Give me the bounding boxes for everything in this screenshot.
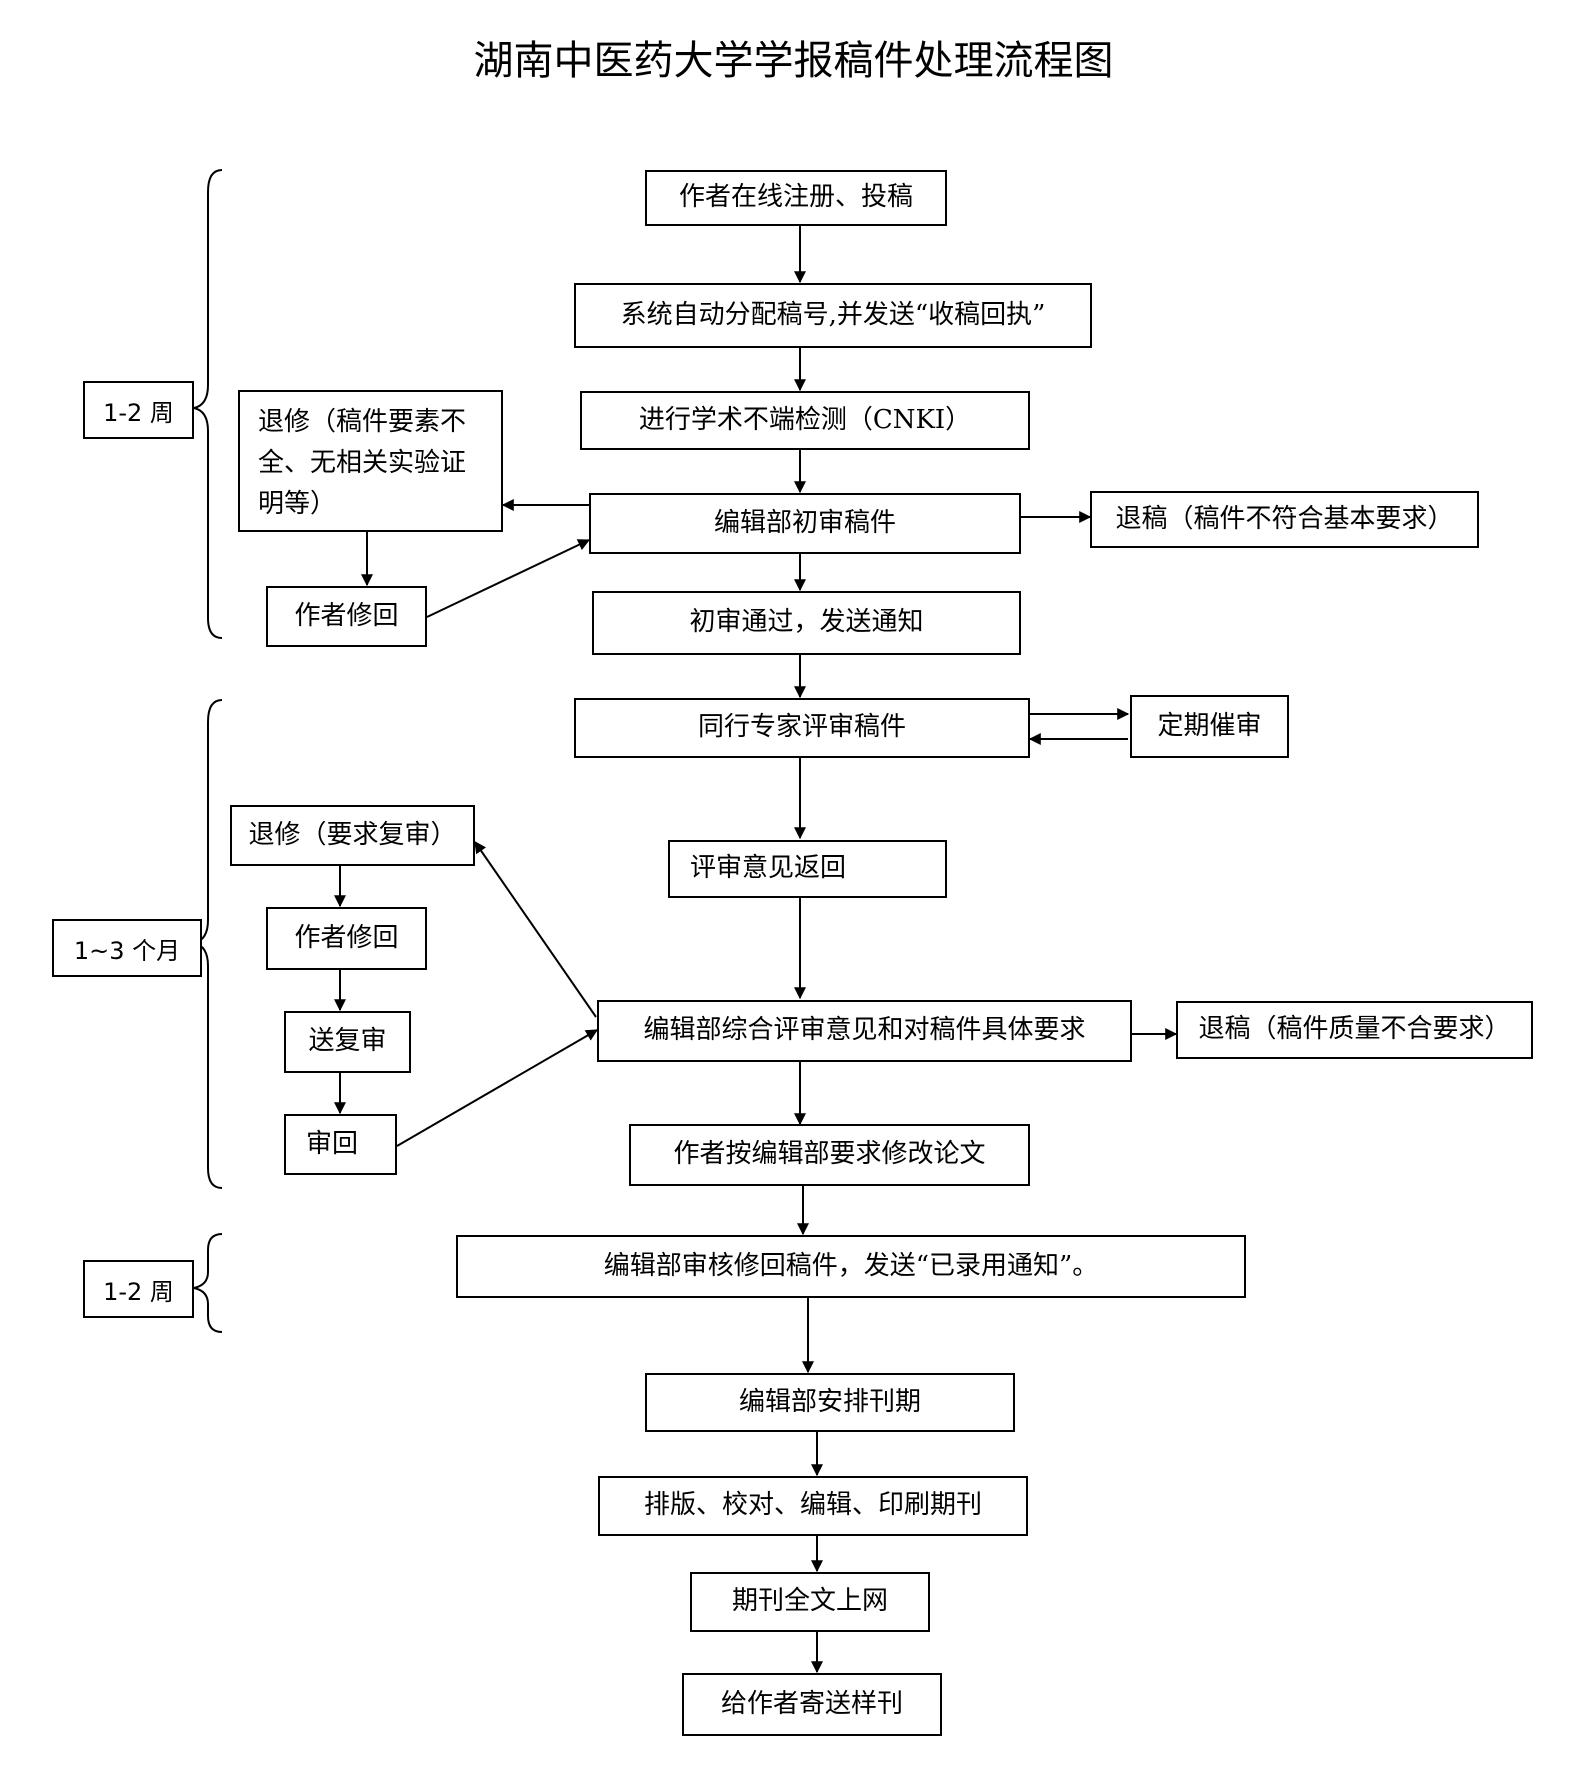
duration-label-2: 1~3 个月 [52, 919, 202, 977]
node-reject-quality: 退稿（稿件质量不合要求） [1176, 1001, 1533, 1059]
node-peer-review: 同行专家评审稿件 [574, 698, 1030, 758]
node-rereview-return: 审回 [284, 1114, 397, 1175]
node-register: 作者在线注册、投稿 [645, 170, 947, 226]
node-reminder: 定期催审 [1130, 695, 1289, 758]
node-opinions-return: 评审意见返回 [668, 840, 947, 898]
node-send-rereview: 送复审 [284, 1011, 411, 1073]
duration-label-3: 1-2 周 [83, 1260, 194, 1318]
node-revise-incomplete: 退修（稿件要素不全、无相关实验证明等） [238, 390, 503, 532]
node-author-revise-2: 作者修回 [266, 907, 427, 970]
node-online-publish: 期刊全文上网 [690, 1572, 930, 1632]
node-reject-basic: 退稿（稿件不符合基本要求） [1090, 491, 1479, 548]
node-send-sample: 给作者寄送样刊 [682, 1673, 942, 1736]
duration-label-1: 1-2 周 [83, 381, 194, 439]
arrow-editorial-revise2 [474, 841, 597, 1018]
node-typeset-print: 排版、校对、编辑、印刷期刊 [598, 1476, 1028, 1536]
node-editorial-combine: 编辑部综合评审意见和对稿件具体要求 [597, 1000, 1132, 1062]
node-accept-notice: 编辑部审核修回稿件，发送“已录用通知”。 [456, 1235, 1246, 1298]
node-author-revise-1: 作者修回 [266, 586, 427, 647]
node-revise-rereview: 退修（要求复审） [230, 805, 475, 866]
brace-3 [193, 1233, 223, 1333]
node-plagiarism-check: 进行学术不端检测（CNKI） [580, 391, 1030, 450]
brace-1 [193, 169, 223, 639]
arrow-return-editorial [396, 1029, 599, 1147]
node-initial-pass: 初审通过，发送通知 [592, 591, 1021, 655]
page-title: 湖南中医药大学学报稿件处理流程图 [473, 38, 1114, 84]
node-schedule-issue: 编辑部安排刊期 [645, 1373, 1015, 1432]
node-assign: 系统自动分配稿号,并发送“收稿回执” [574, 283, 1092, 348]
arrow-author-initial [426, 539, 591, 618]
node-initial-review: 编辑部初审稿件 [589, 493, 1021, 554]
node-author-modify: 作者按编辑部要求修改论文 [629, 1124, 1030, 1186]
